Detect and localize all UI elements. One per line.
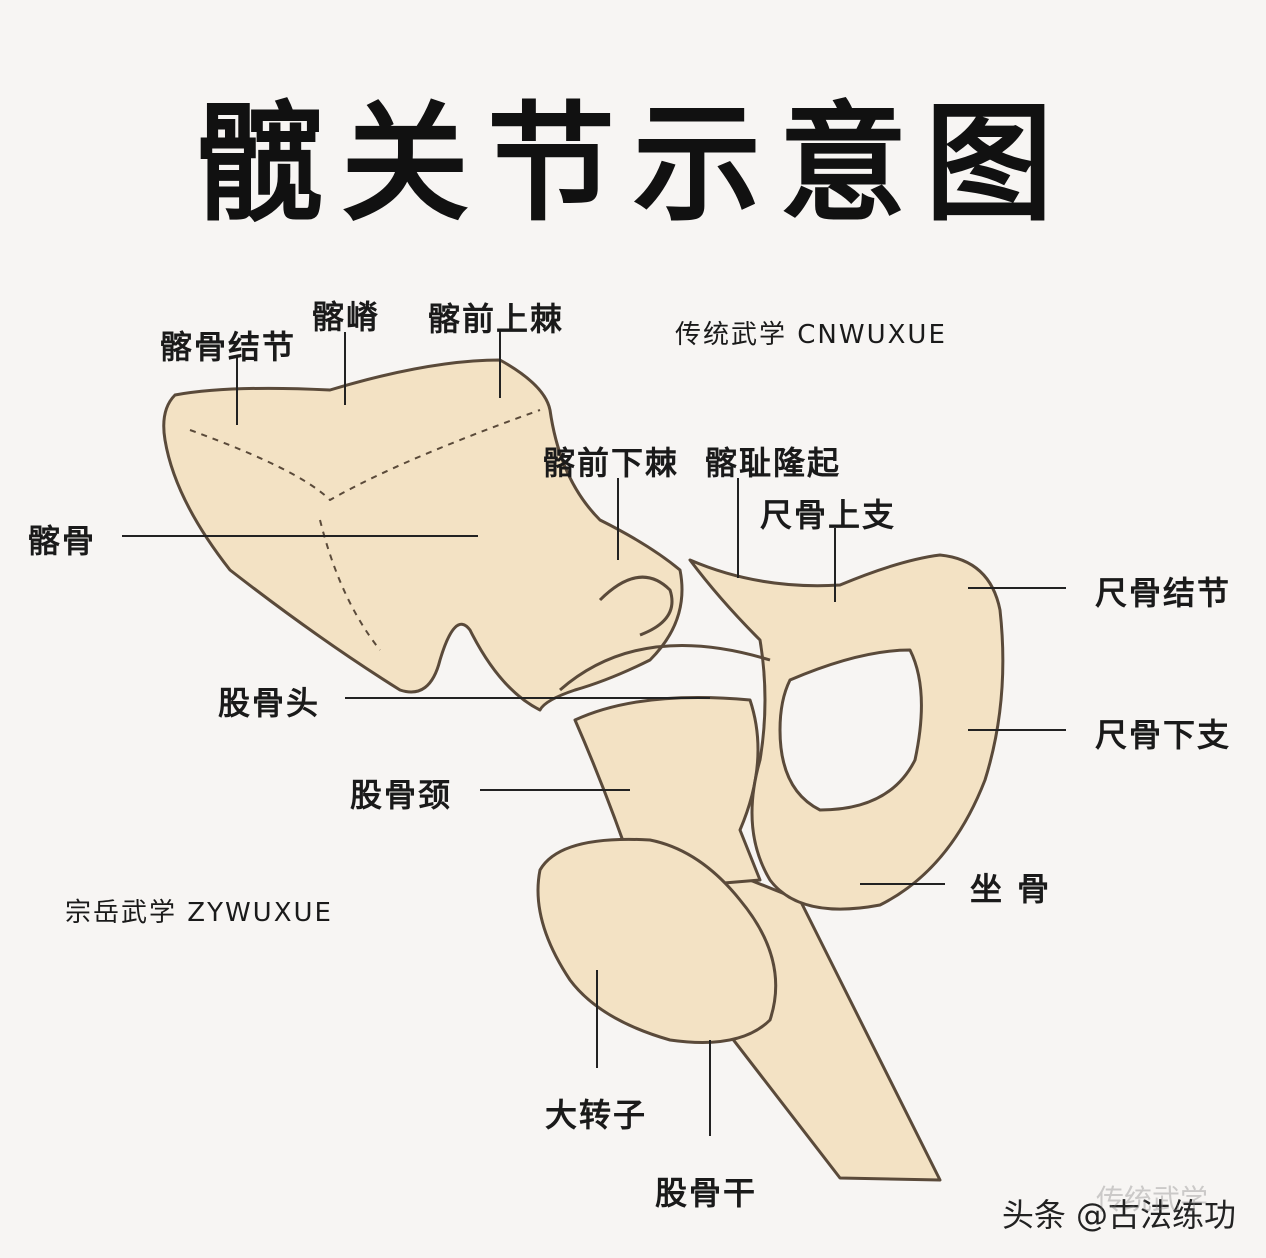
label-superior-pubic-ramus: 尺骨上支	[760, 496, 897, 534]
label-femoral-shaft: 股骨干	[655, 1174, 758, 1212]
label-iliac-tubercle: 髂骨结节	[160, 328, 297, 366]
crest-detail-2	[319, 519, 381, 651]
page-title: 髋关节示意图	[194, 89, 1071, 239]
label-femoral-neck: 股骨颈	[350, 776, 453, 814]
acetabulum-rim	[559, 643, 771, 692]
label-asis: 髂前上棘	[428, 300, 565, 338]
watermark-text: 头条 @古法练功	[1001, 1196, 1236, 1234]
brand-top: 传统武学 CNWUXUE	[675, 320, 947, 350]
label-inferior-pubic-ramus: 尺骨下支	[1095, 716, 1232, 754]
label-pubic-tubercle: 尺骨结节	[1095, 574, 1232, 612]
label-iliac-crest: 髂嵴	[312, 298, 381, 336]
brand-bottom: 宗岳武学 ZYWUXUE	[65, 898, 333, 928]
label-aiis: 髂前下棘	[543, 444, 680, 482]
label-ilium: 髂骨	[28, 522, 97, 560]
label-iliopubic-eminence: 髂耻隆起	[705, 444, 842, 482]
obturator-foramen	[778, 648, 923, 812]
watermark: 传统武学 头条 @古法练功	[1001, 1183, 1236, 1236]
leader-lines	[122, 330, 1066, 1136]
acetabulum-socket	[598, 575, 674, 637]
label-femoral-head: 股骨头	[218, 684, 321, 722]
label-ischium: 坐 骨	[970, 870, 1052, 908]
label-greater-trochanter: 大转子	[545, 1096, 648, 1134]
watermark-faint: 传统武学	[1095, 1183, 1208, 1216]
